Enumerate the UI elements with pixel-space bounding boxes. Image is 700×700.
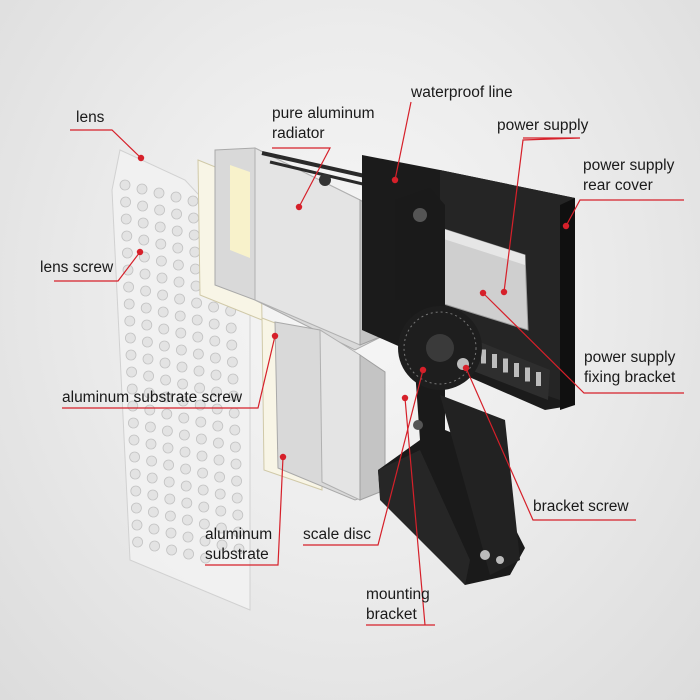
radiator-lower [274,321,386,501]
label-waterproof-line: waterproof line [411,83,513,103]
label-aluminum-substrate: aluminum substrate [205,525,272,565]
label-line: scale disc [303,526,372,543]
label-aluminum-substrate-screw: aluminum substrate screw [62,388,242,408]
label-line: aluminum [205,526,273,543]
label-line: bracket screw [533,498,629,515]
label-scale-disc: scale disc [303,525,371,545]
leader-lines [54,101,684,626]
label-line: power supply [583,157,675,174]
label-power-supply: power supply [497,116,588,136]
label-line: mounting [366,586,430,603]
label-line: aluminum substrate screw [62,389,243,406]
label-lens-screw: lens screw [40,258,113,278]
label-pure-aluminum-radiator: pure aluminum radiator [272,104,375,144]
label-lens: lens [76,108,104,128]
label-power-supply-rear-cover: power supply rear cover [583,156,674,196]
label-mounting-bracket: mounting bracket [366,585,430,625]
label-line: fixing bracket [584,369,676,386]
label-line: lens screw [40,259,114,276]
label-line: power supply [584,349,676,366]
label-line: radiator [272,125,325,142]
label-line: waterproof line [411,84,513,101]
label-line: pure aluminum [272,105,375,122]
label-line: power supply [497,117,589,134]
label-power-supply-fixing-bracket: power supply fixing bracket [584,348,675,388]
radiator-upper [214,147,386,351]
label-line: lens [76,109,105,126]
label-line: rear cover [583,177,653,194]
mounting-bracket [378,188,525,585]
label-line: bracket [366,606,417,623]
scale-disc [398,306,482,390]
label-bracket-screw: bracket screw [533,497,629,517]
label-line: substrate [205,546,269,563]
